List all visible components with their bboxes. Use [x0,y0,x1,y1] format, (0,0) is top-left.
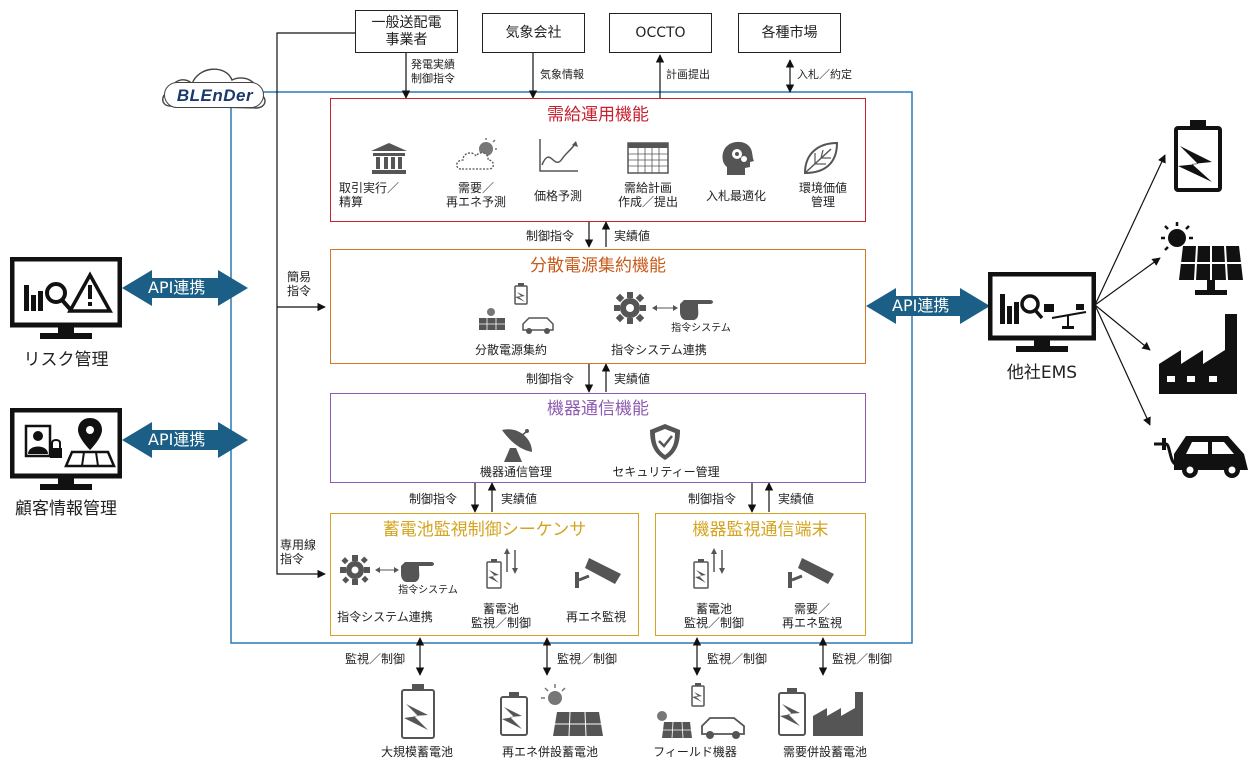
renewable-battery-icon [500,684,603,737]
supply-item-forecast: 需要／ 再エネ予測 [445,181,506,209]
ems-label: 他社EMS [1006,363,1078,383]
api-arrow-ems [866,288,990,324]
supply-item-bid: 入札最適化 [705,189,766,203]
flow-monitor-3: 監視／制御 [707,652,768,666]
cloud-sun-icon [456,138,497,170]
seq-command-system-icon [340,555,434,585]
der-function-title: 分散電源集約機能 [530,256,666,276]
flow-monitor-4: 監視／制御 [832,652,893,666]
flow-actual-1: 実績値 [614,229,651,243]
api-label-customer: API連携 [148,430,206,449]
flow-label-weather: 気象情報 [540,68,584,81]
comm-item-security: セキュリティー管理 [612,465,720,479]
tso-box: 一般送配電 事業者 [355,10,458,53]
flow-monitor-1: 監視／制御 [345,652,406,666]
der-item-aggregation: 分散電源集約 [474,343,547,357]
tso-label: 一般送配電 事業者 [371,14,442,48]
monitoring-terminal-title: 機器監視通信端末 [692,520,829,540]
flow-simple-command: 簡易 指令 [287,270,312,298]
seq-item-command: 指令システム連携 [337,610,433,624]
battery-sequencer-box: 蓄電池監視制御シーケンサ 指令システム 指令システム連携 蓄電池 監視／制御 再… [330,513,639,636]
api-arrow-risk [122,270,248,306]
supply-function-title: 需給運用機能 [547,105,649,125]
supply-item-trading: 取引実行／ 精算 [339,181,400,209]
seq-camera-icon [575,558,621,588]
markets-box: 各種市場 [738,13,841,53]
monitoring-terminal-box: 機器監視通信端末 蓄電池 監視／制御 需要／ 再エネ監視 [655,513,866,636]
flow-control-3: 制御指令 [409,492,458,506]
der-aggregation-icon [479,283,554,334]
comm-item-device: 機器通信管理 [479,465,552,479]
comm-function-title: 機器通信機能 [547,399,649,419]
flow-actual-3: 実績値 [501,492,538,506]
terminal-item-battery: 蓄電池 監視／制御 [683,602,744,630]
command-system-icon [614,292,713,324]
device-field: フィールド機器 [653,745,737,759]
flow-actual-2: 実績値 [614,372,651,386]
markets-label: 各種市場 [761,24,818,41]
risk-monitor-icon [10,257,122,339]
seq-command-caption: 指令システム [398,585,458,596]
customer-info-label: 顧客情報管理 [15,499,117,519]
right-factory-icon [1159,314,1237,394]
device-demand-battery: 需要併設蓄電池 [782,745,867,759]
blender-boundary [230,91,913,644]
seq-item-battery: 蓄電池 監視／制御 [470,602,531,630]
der-item-command: 指令システム連携 [611,343,707,357]
flow-label-markets: 入札／約定 [797,68,852,81]
flow-control-1: 制御指令 [526,229,575,243]
risk-management-label: リスク管理 [23,350,109,370]
supply-item-env: 環境価値 管理 [798,181,847,209]
seq-item-renewable: 再エネ監視 [565,610,626,624]
blender-logo-text: BLEnDer [176,86,254,105]
supply-item-price: 価格予測 [533,189,582,203]
occto-box: OCCTO [609,13,712,53]
occto-label: OCCTO [635,24,686,41]
leaf-icon [803,141,839,175]
terminal-camera-icon [788,558,834,588]
large-battery-icon [401,684,435,739]
supply-item-plan: 需給計画 作成／提出 [617,181,678,209]
weather-label: 気象会社 [505,24,562,41]
flow-label-occto: 計画提出 [666,68,710,81]
ems-monitor-icon [988,272,1096,352]
terminal-item-demand: 需要／ 再エネ監視 [781,602,842,630]
terminal-battery-updown-icon [693,548,725,589]
supply-function-box: 需給運用機能 取引実行／ 精算 需要／ 再エネ予測 価格予測 [330,98,866,222]
flow-dedicated-command: 専用線 指令 [280,538,317,566]
api-arrow-customer [122,422,248,458]
device-renewable-battery: 再エネ併設蓄電池 [501,745,598,759]
price-chart-icon [539,139,578,172]
right-solar-icon [1161,222,1243,295]
der-command-caption: 指令システム [671,323,731,334]
comm-function-box: 機器通信機能 機器通信管理 セキュリティー管理 [330,393,866,483]
api-label-risk: API連携 [148,278,206,297]
flow-monitor-2: 監視／制御 [557,652,618,666]
bank-icon [371,143,407,174]
der-function-box: 分散電源集約機能 指令システム 分散電源集約 指令システム連携 [330,249,866,364]
battery-sequencer-title: 蓄電池監視制御シーケンサ [382,520,587,540]
brain-head-icon [722,141,754,175]
satellite-dish-icon [502,429,532,462]
device-large-battery: 大規模蓄電池 [380,745,453,759]
flow-actual-4: 実績値 [778,492,815,506]
shield-check-icon [650,424,680,460]
customer-monitor-icon [10,408,122,490]
right-ev-icon [1154,436,1248,478]
api-label-ems: API連携 [892,296,950,315]
flow-control-4: 制御指令 [688,492,737,506]
demand-battery-icon [778,688,863,736]
flow-control-2: 制御指令 [526,372,575,386]
right-battery-icon [1174,120,1222,192]
weather-box: 気象会社 [482,13,585,53]
spreadsheet-icon [627,142,669,174]
flow-label-tso: 発電実績 制御指令 [411,58,455,85]
field-devices-icon [657,683,745,739]
seq-battery-updown-icon [486,548,518,589]
